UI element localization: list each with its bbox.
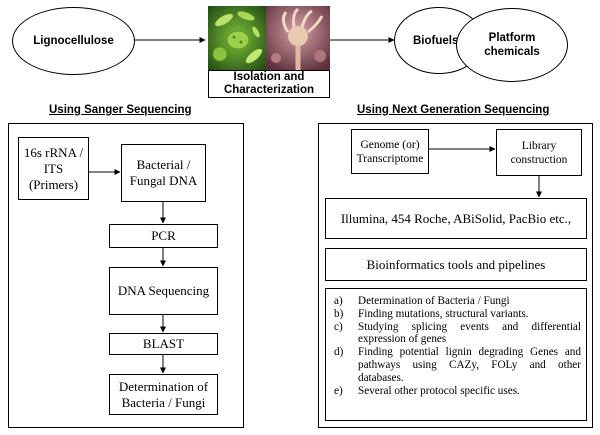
- blast-box: BLAST: [109, 333, 218, 355]
- bioinformatics-label: Bioinformatics tools and pipelines: [366, 256, 546, 272]
- lignocellulose-label: Lignocellulose: [33, 35, 114, 47]
- list-marker: c): [334, 320, 343, 333]
- dna-sequencing-box: DNA Sequencing: [109, 267, 218, 315]
- list-text: Finding mutations, structural variants.: [358, 307, 529, 320]
- blast-label: BLAST: [142, 336, 185, 351]
- list-marker: a): [334, 295, 343, 307]
- list-marker: d): [334, 346, 344, 359]
- bioinformatics-box: Bioinformatics tools and pipelines: [325, 248, 587, 281]
- determination-label: Determination of Bacteria / Fungi: [118, 378, 209, 410]
- outcomes-box: [325, 288, 587, 421]
- list-marker: e): [334, 384, 343, 397]
- pcr-label: PCR: [151, 228, 176, 243]
- ngs-heading: Using Next Generation Sequencing: [357, 104, 550, 116]
- platform-chemicals-node: Platform chemicals: [456, 8, 568, 82]
- list-item: b) Finding mutations, structural variants…: [334, 308, 581, 321]
- list-text: Studying splicing events and differentia…: [358, 320, 581, 346]
- microbe-image-icon: [208, 6, 330, 70]
- list-item: a) Determination of Bacteria / Fungi: [334, 295, 581, 308]
- primers-label: 16s rRNA / ITS (Primers): [23, 144, 84, 192]
- list-marker: b): [334, 307, 344, 320]
- sanger-panel: [8, 123, 244, 428]
- library-box: Library construction: [496, 129, 582, 176]
- outcomes-list: a) Determination of Bacteria / Fungi b) Fi…: [334, 295, 581, 397]
- biofuels-label: Biofuels: [413, 34, 459, 47]
- platforms-box: Illumina, 454 Roche, ABiSolid, PacBio et…: [325, 198, 587, 239]
- platform-chemicals-label: Platform chemicals: [484, 32, 540, 58]
- list-text: Determination of Bacteria / Fungi: [358, 295, 510, 307]
- lignocellulose-node: Lignocellulose: [12, 7, 135, 75]
- list-text: Finding potential lignin degrading Genes…: [358, 346, 581, 384]
- genome-box: Genome (or) Transcriptome: [351, 129, 429, 174]
- list-item: c) Studying splicing events and different…: [334, 321, 581, 347]
- isolation-characterization-box: Isolation and Characterization: [208, 70, 330, 98]
- genome-label: Genome (or) Transcriptome: [356, 138, 424, 165]
- dna-label: Bacterial / Fungal DNA: [129, 157, 198, 188]
- list-item: e) Several other protocol specific uses.: [334, 385, 581, 398]
- dna-box: Bacterial / Fungal DNA: [121, 144, 206, 202]
- isolation-characterization-label: Isolation and Characterization: [223, 71, 315, 96]
- ngs-panel: [318, 123, 593, 428]
- sanger-heading: Using Sanger Sequencing: [49, 104, 192, 116]
- dna-sequencing-label: DNA Sequencing: [117, 283, 210, 298]
- library-label: Library construction: [510, 139, 568, 166]
- list-item: d) Finding potential lignin degrading Gen…: [334, 346, 581, 384]
- platforms-label: Illumina, 454 Roche, ABiSolid, PacBio et…: [340, 210, 572, 226]
- determination-box: Determination of Bacteria / Fungi: [109, 374, 218, 415]
- list-text: Several other protocol specific uses.: [358, 384, 520, 397]
- pcr-box: PCR: [109, 224, 218, 248]
- primers-box: 16s rRNA / ITS (Primers): [18, 137, 89, 200]
